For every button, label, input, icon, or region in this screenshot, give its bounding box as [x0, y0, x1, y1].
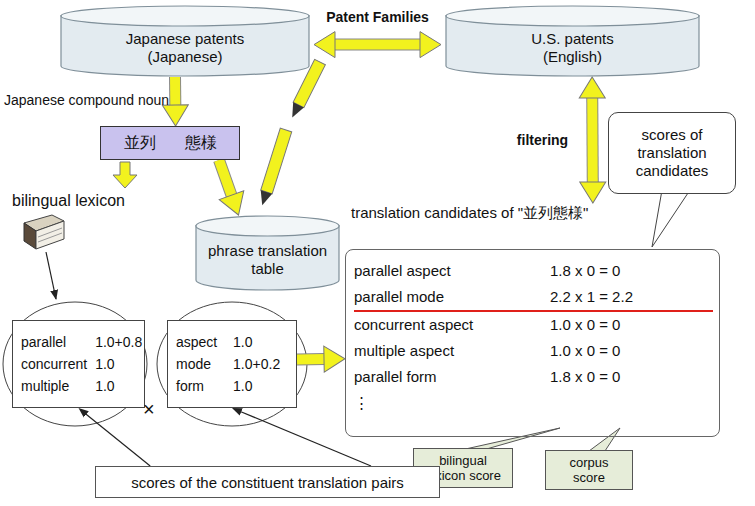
- score-box: aspect 1.0 mode 1.0+0.2 form 1.0: [167, 320, 297, 408]
- score-entry: 1.0+0.8: [95, 331, 142, 353]
- candidate-score: 1.8 x 0 = 0: [550, 364, 713, 390]
- edge-label: Patent Families: [323, 9, 432, 25]
- score-entry: aspect: [176, 331, 225, 353]
- callout-box: corpus score: [545, 450, 633, 490]
- candidate-score: 1.0 x 0 = 0: [550, 338, 713, 364]
- node-text: corpus score: [552, 455, 626, 485]
- node-text: scores of translation candidates: [617, 126, 727, 180]
- candidate-term: multiple aspect: [354, 338, 550, 364]
- leader-arrow: [46, 252, 56, 299]
- arrow-outline: [334, 39, 421, 51]
- candidate-term: parallel aspect: [354, 258, 550, 284]
- operator-symbol: ×: [143, 398, 155, 421]
- arrow-shaft: [587, 97, 598, 183]
- group-ellipse: [157, 302, 307, 426]
- score-entry: form: [176, 375, 225, 397]
- score-entry: concurrent: [21, 353, 87, 375]
- database-cylinder: Japanese patents (Japanese): [60, 5, 310, 77]
- group-ellipse: [3, 302, 147, 426]
- arrow-shaft: [297, 354, 325, 364]
- node-text: Japanese patents (Japanese): [110, 30, 260, 66]
- yellow-arrow: [113, 162, 137, 188]
- score-entry: 1.0: [233, 331, 288, 353]
- arrow-shaft: [219, 160, 232, 196]
- score-entry: multiple: [21, 375, 87, 397]
- candidates-box: translation candidates of "並列態様" parallel…: [345, 203, 720, 439]
- candidates-heading: translation candidates of "並列態様": [345, 203, 720, 223]
- node-text: 態様: [185, 133, 217, 154]
- pencil-arrow: [257, 128, 292, 207]
- callout-tail: [652, 190, 690, 247]
- candidate-term: concurrent aspect: [354, 312, 550, 338]
- candidate-term: parallel form: [354, 364, 550, 390]
- score-entry: 1.0+0.2: [233, 353, 288, 375]
- cylinder-top: [196, 216, 339, 236]
- score-entry: mode: [176, 353, 225, 375]
- candidate-score: 1.8 x 0 = 0: [550, 258, 713, 284]
- block-arrow: [175, 77, 176, 106]
- arrow-outline: [586, 97, 599, 183]
- arrow-shaft: [334, 40, 421, 50]
- note-box: scores of the constituent translation pa…: [95, 466, 440, 498]
- block-arrow: [297, 359, 325, 360]
- candidate-term: ⋮: [354, 390, 550, 416]
- cylinder-top: [446, 6, 699, 26]
- candidate-term: parallel mode: [354, 284, 550, 312]
- block-arrow: [334, 44, 421, 45]
- edge-label: filtering: [514, 132, 571, 148]
- candidate-score: 1.0 x 0 = 0: [550, 312, 713, 338]
- cylinder-top: [61, 6, 309, 26]
- arrow-shaft: [85, 414, 150, 466]
- score-entry: 1.0: [95, 375, 142, 397]
- book-icon: [24, 215, 64, 249]
- arrow-outline: [219, 160, 232, 196]
- node-text: scores of the constituent translation pa…: [131, 474, 404, 491]
- arrow-outline: [297, 353, 325, 365]
- score-box: parallel 1.0+0.8 concurrent 1.0 multiple 1.0: [12, 320, 145, 408]
- leader-arrow: [85, 414, 150, 466]
- leader-arrow: [240, 411, 371, 466]
- callout-box: scores of translation candidates: [608, 112, 736, 194]
- node-text: U.S. patents (English): [513, 30, 633, 66]
- arrow-shaft: [170, 77, 180, 106]
- block-arrow: [592, 97, 594, 183]
- score-entry: 1.0: [95, 353, 142, 375]
- compound-noun-box: 並列 態様: [100, 126, 240, 160]
- candidates-frame: parallel aspect1.8 x 0 = 0parallel mode2…: [345, 249, 720, 437]
- arrow-shaft: [240, 411, 371, 466]
- annotation-label: Japanese compound noun: [4, 92, 169, 108]
- database-cylinder: U.S. patents (English): [445, 5, 700, 77]
- arrow-outline: [169, 77, 181, 106]
- annotation-label: bilingual lexicon: [12, 192, 125, 210]
- node-text: 並列: [124, 133, 156, 154]
- node-text: phrase translation table: [205, 242, 330, 278]
- database-cylinder: phrase translation table: [195, 215, 340, 291]
- score-entry: parallel: [21, 331, 87, 353]
- candidate-score: 2.2 x 1 = 2.2: [550, 284, 713, 312]
- score-entry: 1.0: [233, 375, 288, 397]
- block-arrow: [219, 160, 232, 196]
